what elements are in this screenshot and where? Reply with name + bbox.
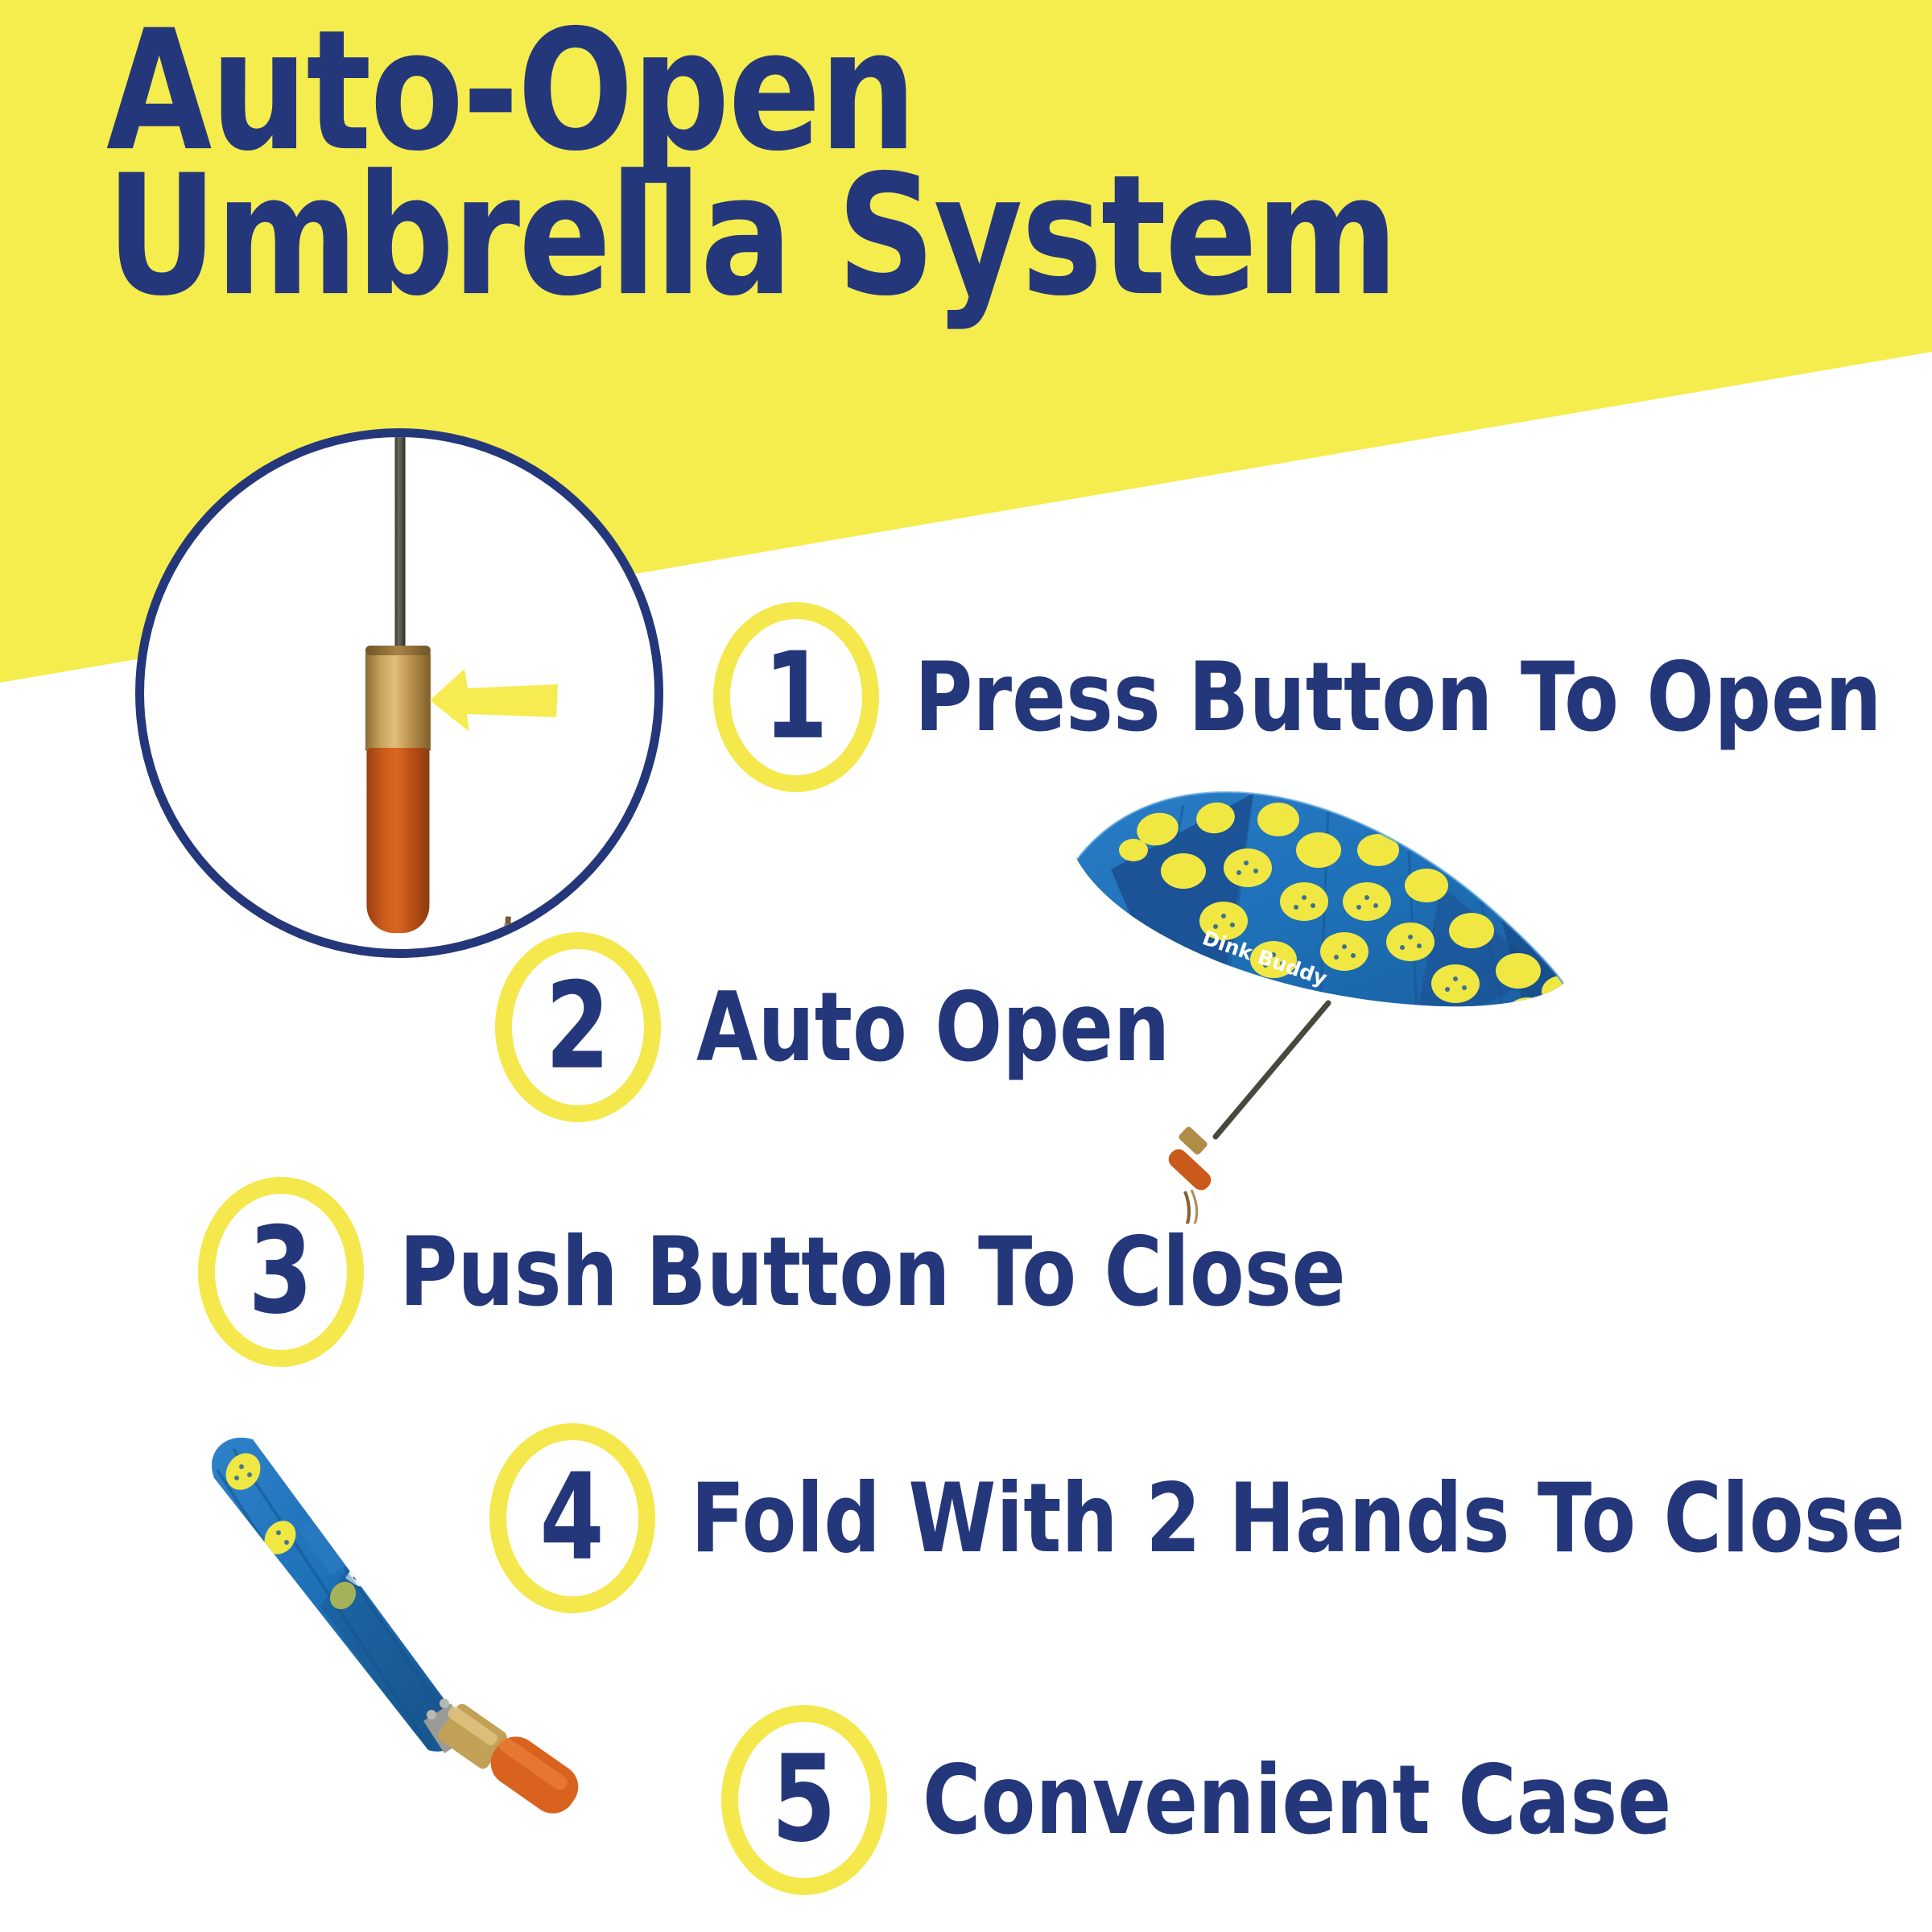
step-4: 4 Fold With 2 Hands To Close: [489, 1423, 1932, 1613]
step-5-label: Convenient Case: [923, 1744, 1672, 1856]
title-line-2: Umbrella System: [106, 140, 1398, 333]
handle-photo: [144, 437, 654, 949]
step-4-label: Fold With 2 Hands To Close: [691, 1462, 1905, 1575]
step-3-number: 3: [248, 1202, 314, 1341]
step-1-label: Press Button To Open: [914, 641, 1882, 753]
handle-orange-grip: [366, 748, 430, 933]
step-2-label: Auto Open: [696, 971, 1170, 1084]
open-umbrella-photo: Dink Buddy: [1063, 773, 1578, 1224]
step-1-number: 1: [763, 627, 829, 766]
handle-brass-collar: [365, 646, 431, 751]
step-5: 5 Convenient Case: [721, 1705, 1711, 1895]
title-line-1: Auto-Open: [106, 0, 917, 188]
step-5-badge: 5: [721, 1705, 887, 1895]
step-3: 3 Push Button To Close: [198, 1177, 1396, 1367]
folded-umbrella-photo: Bu: [185, 1425, 588, 1924]
step-4-badge: 4: [489, 1423, 655, 1613]
umbrella-shaft: [394, 437, 406, 653]
step-4-number: 4: [539, 1448, 605, 1587]
step-1-badge: 1: [713, 602, 879, 792]
step-3-label: Push Button To Close: [399, 1216, 1346, 1328]
step-2-badge: 2: [495, 932, 661, 1122]
step-3-badge: 3: [198, 1177, 364, 1367]
step-5-number: 5: [771, 1730, 837, 1869]
step-1: 1 Press Button To Open: [713, 602, 1932, 792]
step-2: 2 Auto Open: [495, 932, 1195, 1122]
page-title: Auto-Open Umbrella System: [106, 0, 1475, 320]
yellow-arrow-icon: [427, 664, 560, 735]
step-2-number: 2: [545, 957, 611, 1096]
handle-detail-circle: [135, 428, 663, 958]
